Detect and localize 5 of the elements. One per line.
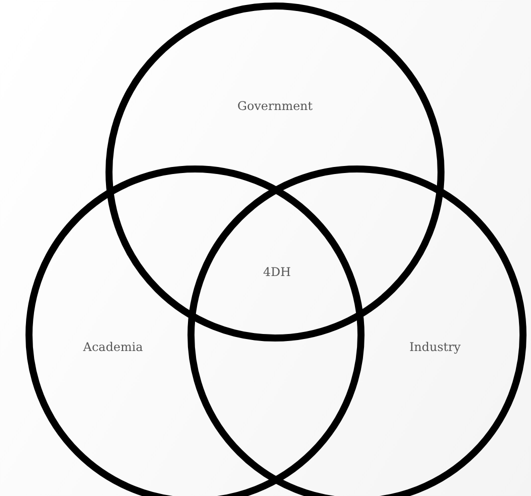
set-label: Industry — [409, 340, 461, 354]
set-label: Government — [237, 99, 313, 113]
set-label: Academia — [83, 340, 143, 354]
intersection-label: 4DH — [263, 265, 291, 279]
set-circle — [105, 2, 445, 342]
